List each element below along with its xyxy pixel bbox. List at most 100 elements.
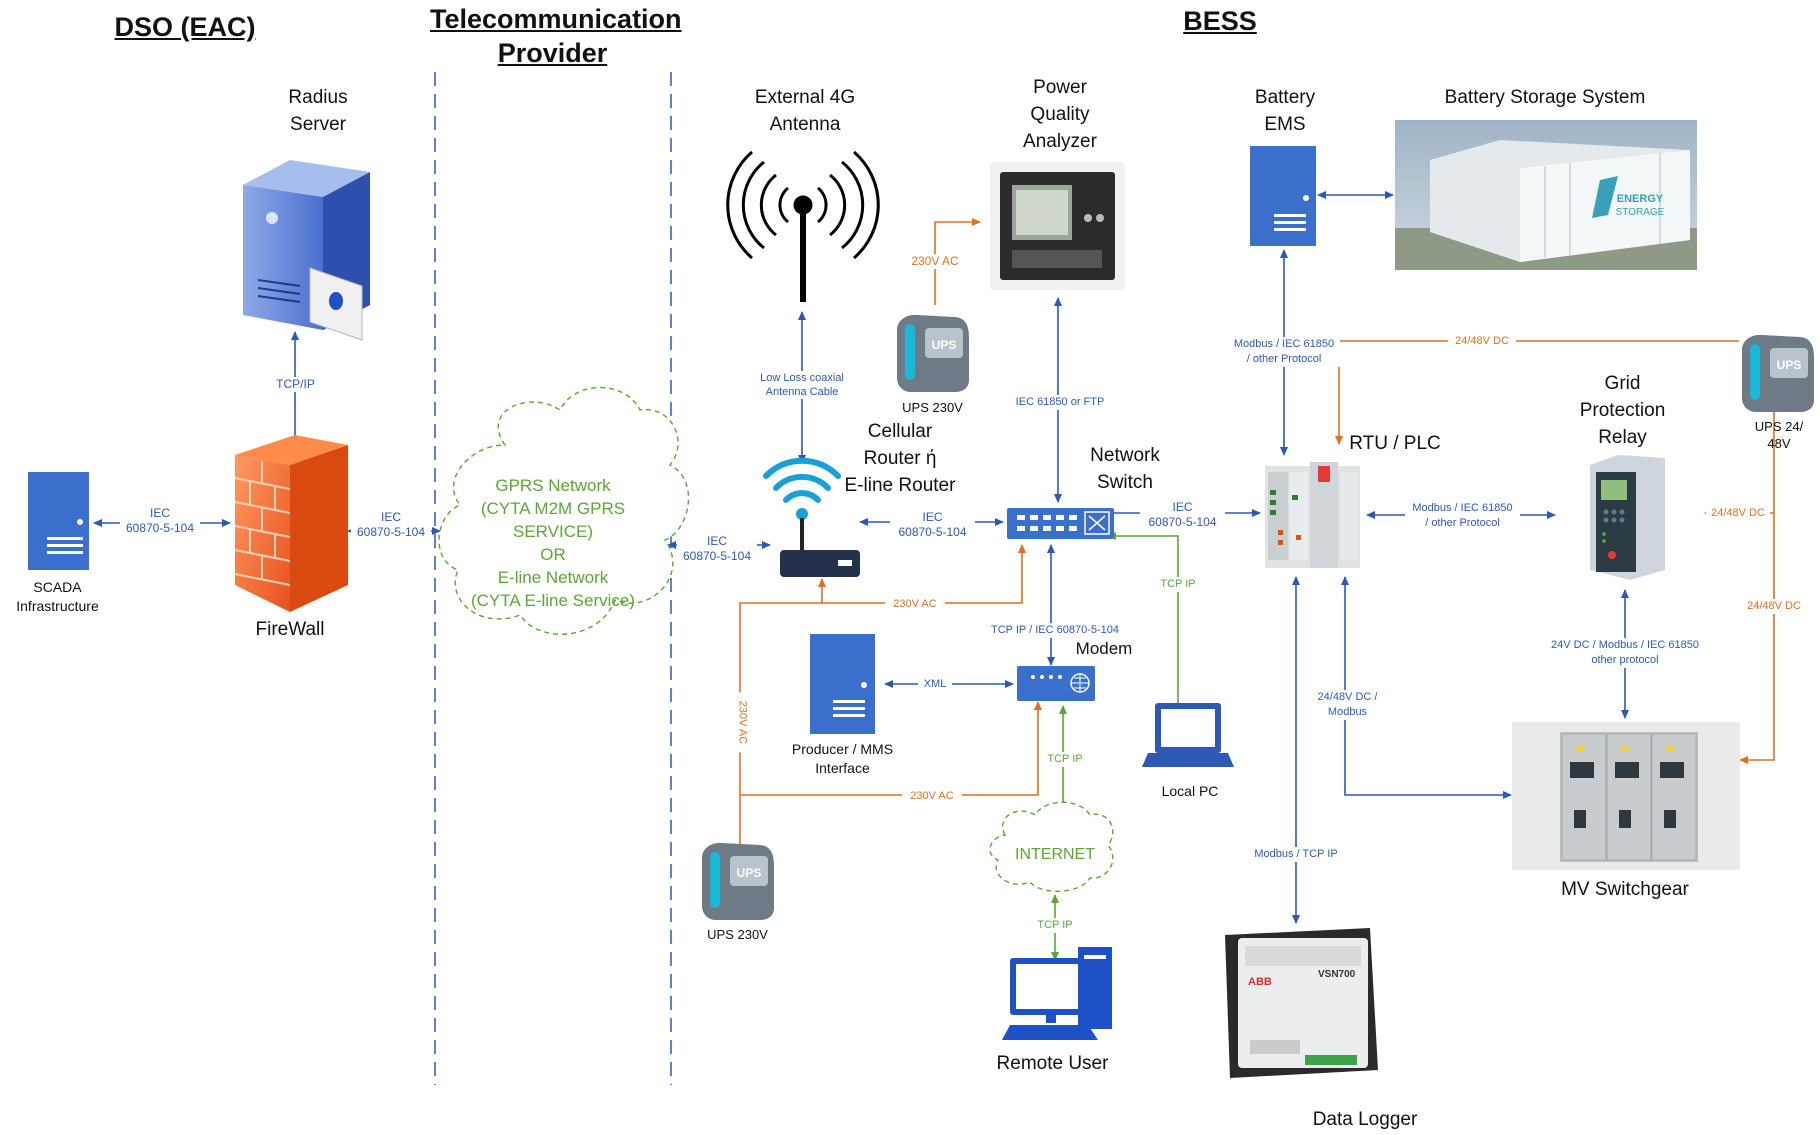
label-internet-remote: TCP IP (1035, 918, 1075, 933)
label-rtu-switchgear: 24/48V DC / Modbus (1310, 690, 1385, 720)
grid-relay-label: Grid Protection Relay (1560, 370, 1685, 451)
label-fw-cloud: IEC 60870-5-104 (351, 510, 431, 540)
ups-right-label-line1: UPS 24/ (1754, 419, 1804, 434)
gprs-cloud-icon (438, 386, 690, 635)
local-pc-icon (1142, 703, 1234, 767)
router-label-line1: Cellular (867, 421, 933, 442)
label-switch-modem: TCP IP / IEC 60870-5-104 (990, 623, 1120, 638)
label-router-switch-line1: IEC (922, 510, 943, 524)
producer-label-line1: Producer / MMS (791, 741, 894, 757)
mv-switchgear-image (1512, 722, 1740, 870)
pqa-label-line3: Analyzer (1023, 131, 1097, 152)
radius-server-label-line2: Server (290, 114, 346, 135)
ups-right-label: UPS 24/ 48V (1740, 418, 1818, 452)
scada-label-line2: Infrastructure (16, 598, 99, 614)
zone-header-bess: BESS (1183, 6, 1257, 36)
remote-user-label: Remote User (996, 1053, 1109, 1074)
label-relay-switchgear-line1: 24V DC / Modbus / IEC 61850 (1551, 639, 1699, 651)
label-antenna-cable: Low Loss coaxial Antenna Cable (752, 371, 852, 399)
label-modem-ac: 230V AC (902, 789, 962, 804)
label-scada-fw-line1: IEC (149, 506, 170, 520)
gprs-cloud-line3: OR (540, 545, 566, 564)
remote-user-computer-icon (1002, 947, 1112, 1040)
scada-label-line1: SCADA (33, 579, 82, 595)
label-relay-switchgear: 24V DC / Modbus / IEC 61850 other protoc… (1540, 638, 1710, 668)
gprs-cloud-line5: (CYTA E-line Service) (470, 591, 636, 610)
network-switch-icon (1007, 508, 1114, 539)
label-rtu-switchgear-line2: Modbus (1327, 706, 1368, 718)
data-logger-label: Data Logger (1312, 1109, 1418, 1130)
antenna-label: External 4G Antenna (735, 84, 875, 138)
ups-sticker-text: UPS (1777, 358, 1802, 372)
label-rtu-switchgear-line1: 24/48V DC / (1317, 691, 1378, 703)
energy-storage-sign-line2: STORAGE (1616, 207, 1665, 218)
producer-mms-server-icon (810, 634, 875, 734)
battery-storage-image: ENERGY STORAGE (1395, 120, 1697, 270)
label-scada-fw: IEC 60870-5-104 (120, 506, 200, 536)
power-quality-analyzer-icon (990, 162, 1125, 290)
label-radius-fw: TCP/IP (268, 377, 323, 392)
battery-ems-icon (1250, 146, 1316, 246)
gprs-cloud-line2: (CYTA M2M GPRS SERVICE) (480, 499, 626, 541)
battery-ems-label-line2: EMS (1264, 114, 1306, 135)
label-producer-modem: XML (918, 677, 952, 692)
label-pqa-switch: IEC 61850 or FTP (1010, 395, 1110, 410)
grid-protection-relay-icon (1590, 455, 1665, 580)
mv-switchgear-label: MV Switchgear (1561, 879, 1689, 900)
battery-ems-label: Battery EMS (1225, 84, 1345, 138)
label-router-switch-line2: 60870-5-104 (898, 525, 967, 539)
router-label-line3: E-line Router (844, 475, 956, 496)
label-modem-internet: TCP IP (1045, 752, 1085, 767)
label-ems-rtu: Modbus / IEC 61850 / other Protocol (1228, 337, 1340, 367)
label-fw-cloud-line1: IEC (380, 510, 401, 524)
logger-brand-text: ABB (1248, 976, 1272, 988)
zone-header-dso: DSO (EAC) (114, 12, 256, 42)
antenna-label-line1: External 4G (754, 87, 856, 108)
modem-icon (1017, 666, 1095, 701)
pqa-label-line2: Quality (1030, 104, 1090, 125)
label-fw-cloud-line2: 60870-5-104 (356, 525, 426, 539)
label-router-switch: IEC 60870-5-104 (890, 510, 975, 540)
label-cloud-router-line2: 60870-5-104 (682, 549, 752, 563)
energy-storage-sign-line1: ENERGY (1617, 193, 1664, 205)
label-localpc-switch: TCP IP (1158, 577, 1198, 592)
router-icon (763, 457, 860, 577)
gprs-cloud-line1: GPRS Network (495, 476, 611, 495)
zone-header-telecom-line2: Provider (497, 38, 608, 68)
zone-header-telecom: Telecommunication Provider (430, 2, 682, 70)
modem-label: Modem (1075, 639, 1133, 658)
internet-label: INTERNET (1015, 846, 1095, 863)
radius-server-label-line1: Radius (288, 87, 348, 108)
label-switch-rtu-line2: 60870-5-104 (1148, 515, 1217, 529)
pqa-label-line1: Power (1033, 77, 1087, 98)
label-cloud-router: IEC 60870-5-104 (677, 534, 757, 564)
label-switch-rtu: IEC 60870-5-104 (1140, 500, 1225, 530)
label-router-ac: 230V AC (885, 597, 945, 612)
radius-server-label: Radius Server (258, 84, 378, 138)
label-ems-rtu-line2: / other Protocol (1246, 353, 1322, 365)
label-vertical-ac: 230V AC (734, 692, 750, 753)
firewall-label: FireWall (255, 619, 325, 640)
radius-server-icon (243, 160, 370, 341)
zone-separators (434, 72, 672, 1085)
label-antenna-cable-line2: Antenna Cable (765, 386, 839, 398)
ups-bottom-label: UPS 230V (707, 927, 768, 942)
label-ups-pqa: 230V AC (905, 254, 965, 269)
label-rtu-logger: Modbus / TCP IP (1248, 847, 1344, 862)
antenna-label-line2: Antenna (769, 114, 841, 135)
router-label: Cellular Router ή E-line Router (830, 418, 970, 499)
gprs-cloud-label: GPRS Network (CYTA M2M GPRS SERVICE) OR … (443, 474, 663, 612)
grid-relay-label-line3: Relay (1598, 427, 1647, 448)
gprs-cloud-line4: E-line Network (497, 568, 609, 587)
ups-sticker-text: UPS (932, 338, 957, 352)
network-switch-label-line1: Network (1090, 445, 1160, 466)
grid-relay-label-line1: Grid (1604, 373, 1641, 394)
firewall-icon (234, 435, 348, 612)
ups-top-label: UPS 230V (902, 400, 963, 415)
router-label-line2: Router ή (863, 448, 937, 469)
network-switch-label-line2: Switch (1097, 472, 1153, 493)
battery-storage-label: Battery Storage System (1444, 87, 1646, 108)
network-switch-label: Network Switch (1065, 442, 1185, 496)
label-antenna-cable-line1: Low Loss coaxial (760, 372, 844, 384)
battery-ems-label-line1: Battery (1254, 87, 1316, 108)
